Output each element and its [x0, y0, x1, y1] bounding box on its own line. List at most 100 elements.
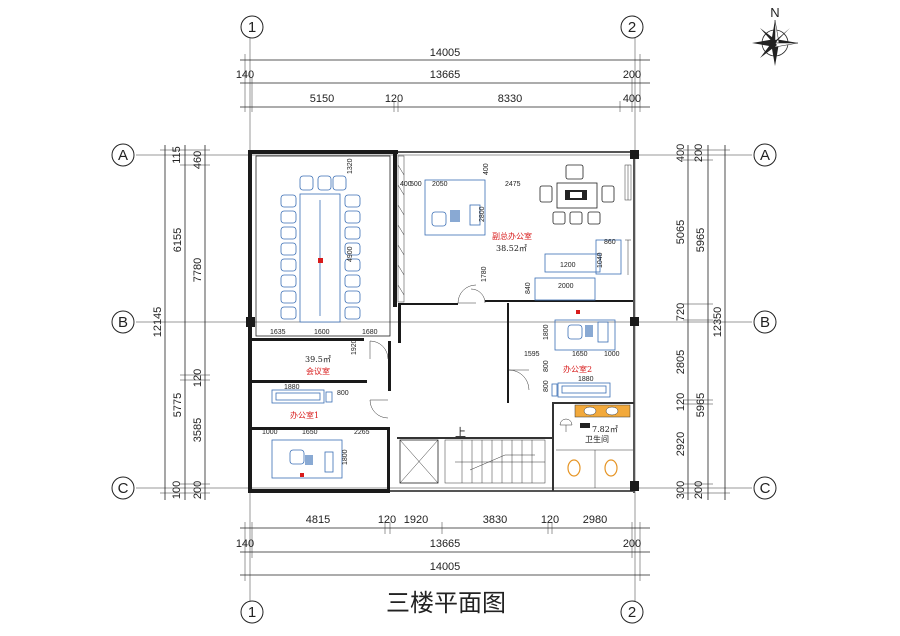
dim-top-seg4: 400	[623, 93, 641, 105]
dim-bottom-right: 200	[623, 538, 641, 550]
dim-right-outer: 12350	[712, 307, 724, 338]
sofa-2	[557, 382, 611, 398]
dim-left-outer: 12145	[152, 307, 164, 338]
toilet-bowl-icon	[567, 459, 581, 477]
dim-table-1600: 1600	[314, 329, 330, 336]
desk	[271, 439, 343, 479]
meeting-room-name: 会议室	[306, 366, 330, 376]
vp-office: 400 500 2050 400 2475 2800 860 1200 1040…	[397, 155, 632, 304]
dim-office1-1000: 1000	[262, 429, 278, 436]
toilet-name: 卫生间	[585, 434, 609, 444]
dim-top-seg2: 120	[385, 93, 403, 105]
sink-icon	[605, 406, 619, 416]
dim-vp-860: 860	[604, 239, 616, 246]
sofa	[271, 389, 325, 404]
axis-label: 1	[248, 19, 256, 36]
dim-office2-1800: 1800	[543, 324, 550, 340]
dim-office2-1595: 1595	[524, 351, 540, 358]
dim-right-inner5: 2805	[675, 350, 687, 374]
dim-top-seg1: 5150	[310, 93, 334, 105]
dim-vp-840: 840	[525, 282, 532, 294]
vp-office-name: 副总办公室	[492, 231, 532, 241]
axis-label: 2	[628, 604, 636, 621]
sofa-single	[595, 239, 622, 275]
dim-bottom-mid: 13665	[430, 538, 461, 550]
dim-vp-1200: 1200	[560, 262, 576, 269]
dim-left-inner4: 120	[192, 369, 204, 387]
staircase	[444, 439, 546, 484]
sofa-long	[544, 253, 601, 273]
meeting-room: 1320 4900 1635 1600 1680 1920 39.5㎡ 会议室	[255, 155, 391, 419]
axis-label: C	[118, 480, 129, 497]
dim-right-inner9: 200	[693, 481, 705, 499]
stairs-elevator: 上	[399, 426, 546, 484]
left-dimension-chains: 12145 6155 5775 115 460 7780 120 3585 10…	[152, 145, 210, 500]
tea-table	[556, 182, 598, 209]
north-arrow-icon: N	[752, 5, 799, 66]
office1-name: 办公室1	[290, 410, 319, 420]
dim-top-mid: 13665	[430, 69, 461, 81]
meeting-room-area: 39.5㎡	[305, 355, 331, 364]
power-outlet-icon	[318, 258, 323, 263]
office-1: 1880 800 办公室1 1000 1650 2265 1800	[262, 384, 370, 479]
axis-bubble-right-c: C	[753, 476, 777, 500]
axis-bubble-bottom-2: 2	[620, 600, 644, 624]
stair-up-label: 上	[455, 426, 466, 439]
vp-office-area: 38.52㎡	[496, 244, 527, 253]
dim-office1-1650: 1650	[302, 429, 318, 436]
chairs-top	[299, 175, 347, 191]
axis-grid-lines	[136, 38, 752, 612]
dim-office2-1000: 1000	[604, 351, 620, 358]
bottom-dimension-chains: 4815 120 1920 3830 120 2980 140 13665 20…	[236, 514, 650, 581]
desk-2	[554, 319, 616, 351]
dim-bottom-seg1: 4815	[306, 514, 330, 526]
dim-vp-2475: 2475	[505, 181, 521, 188]
dim-right-inner1: 400	[675, 144, 687, 162]
dim-bottom-seg6: 2980	[583, 514, 607, 526]
dim-right-inner2: 200	[693, 144, 705, 162]
dim-vp-500: 500	[410, 181, 422, 188]
dim-vp-400b: 400	[483, 163, 490, 175]
dim-left-inner6: 100	[171, 481, 183, 499]
axis-label: 1	[248, 604, 256, 621]
toilet-bowl-icon	[604, 459, 618, 477]
executive-desk	[424, 179, 486, 236]
dim-vp-1780: 1780	[481, 266, 488, 282]
dim-right-mid2: 5965	[695, 393, 707, 417]
dim-bottom-seg4: 3830	[483, 514, 507, 526]
axis-bubble-right-a: A	[753, 143, 777, 167]
dim-table-1680: 1680	[362, 329, 378, 336]
dim-office2-800: 800	[543, 360, 550, 372]
dim-right-inner8: 300	[675, 481, 687, 499]
dim-vp-1040: 1040	[597, 252, 604, 268]
axis-label: B	[760, 314, 770, 331]
axis-bubble-bottom-1: 1	[240, 600, 264, 624]
plan-title: 三楼平面图	[386, 589, 506, 617]
chairs-left	[280, 194, 297, 320]
dim-table-1920: 1920	[351, 339, 358, 355]
dim-office2-800b: 800	[543, 380, 550, 392]
dim-office1-1880: 1880	[284, 384, 300, 391]
dim-table-4900: 4900	[347, 246, 354, 262]
dim-office2-1880: 1880	[578, 376, 594, 383]
dim-left-inner7: 200	[192, 481, 204, 499]
dim-top-right: 200	[623, 69, 641, 81]
dim-right-inner4: 720	[675, 303, 687, 321]
dim-vp-2000: 2000	[558, 283, 574, 290]
dim-right-inner7: 2920	[675, 432, 687, 456]
dim-left-inner5: 3585	[192, 418, 204, 442]
sink-icon	[583, 406, 597, 416]
axis-bubble-left-a: A	[111, 143, 135, 167]
elevator	[399, 439, 439, 484]
walls	[246, 150, 639, 493]
dim-bottom-seg3: 1920	[404, 514, 428, 526]
axis-label: A	[118, 147, 128, 164]
dim-table-1635: 1635	[270, 329, 286, 336]
dim-office1-800: 800	[337, 390, 349, 397]
axis-label: B	[118, 314, 128, 331]
dim-left-mid2: 5775	[172, 393, 184, 417]
dim-right-inner3: 5065	[675, 220, 687, 244]
dim-office1-2265: 2265	[354, 429, 370, 436]
axis-bubble-left-c: C	[111, 476, 135, 500]
